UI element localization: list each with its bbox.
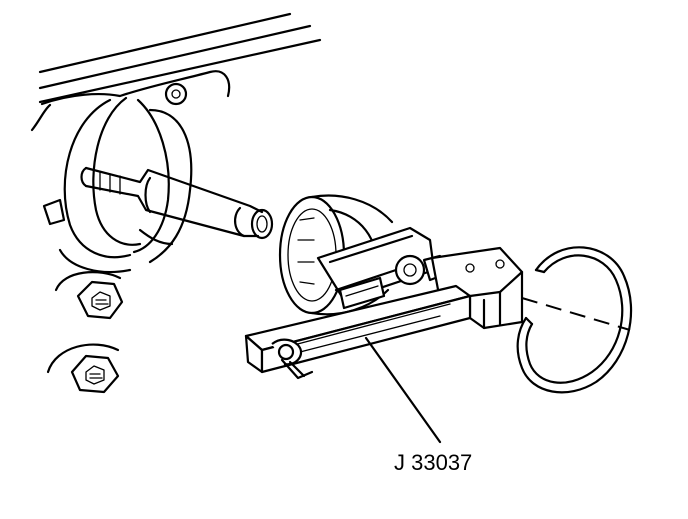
snap-ring (516, 246, 633, 394)
callout-leader-line (364, 336, 442, 444)
case-bolt-lower (46, 343, 120, 394)
output-bearing (278, 194, 394, 316)
output-shaft (80, 166, 274, 240)
bearing-housing (42, 96, 174, 259)
tool-number-label: J 33037 (394, 450, 472, 475)
centerline (521, 297, 631, 331)
transmission-case (30, 12, 322, 274)
case-bolt-upper (54, 271, 124, 320)
bearing-puller-tool (244, 226, 524, 380)
